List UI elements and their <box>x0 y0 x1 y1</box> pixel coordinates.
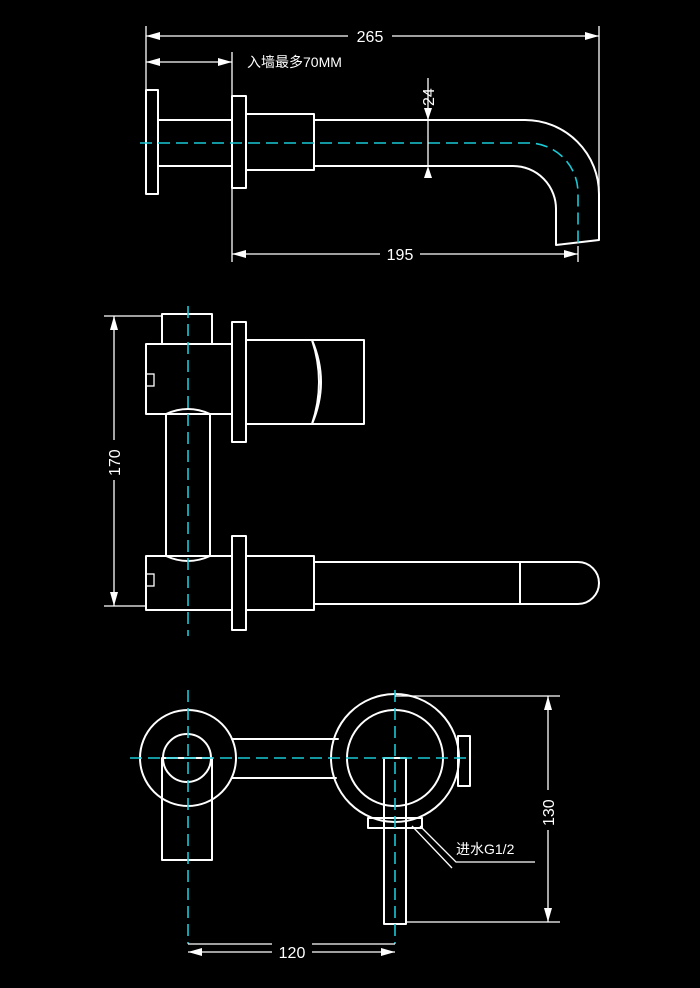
side-lower-flange <box>231 535 247 631</box>
side-handle-base <box>245 339 322 425</box>
front-view: 进水G1/2 130 120 <box>130 690 560 962</box>
side-upper-cap <box>161 313 213 345</box>
side-upper-flange <box>231 321 247 443</box>
inlet-leader <box>419 825 535 863</box>
top-spout <box>313 119 600 246</box>
dim-170-label: 170 <box>107 449 124 476</box>
top-view: 265 入墙最多70MM 24 195 <box>140 26 600 264</box>
dim-130-label: 130 <box>541 799 558 826</box>
dim-24-label: 24 <box>421 88 438 106</box>
dim-120-label: 120 <box>279 945 306 962</box>
top-wall-plate <box>145 89 159 195</box>
dim-195-label: 195 <box>387 247 414 264</box>
side-spout <box>313 561 600 605</box>
side-handle-lever <box>311 339 365 425</box>
dim-265-label: 265 <box>357 29 384 46</box>
side-upper-body <box>145 343 233 415</box>
inlet-note: 进水G1/2 <box>456 841 515 857</box>
top-collar <box>245 113 315 171</box>
side-lower-collar <box>245 555 315 611</box>
top-centerline <box>140 142 579 246</box>
wall-depth-note: 入墙最多70MM <box>247 54 342 70</box>
side-lower-body <box>145 555 233 611</box>
side-view: 170 <box>104 306 600 636</box>
top-flange <box>231 95 247 189</box>
front-inlet-boss <box>457 735 471 787</box>
